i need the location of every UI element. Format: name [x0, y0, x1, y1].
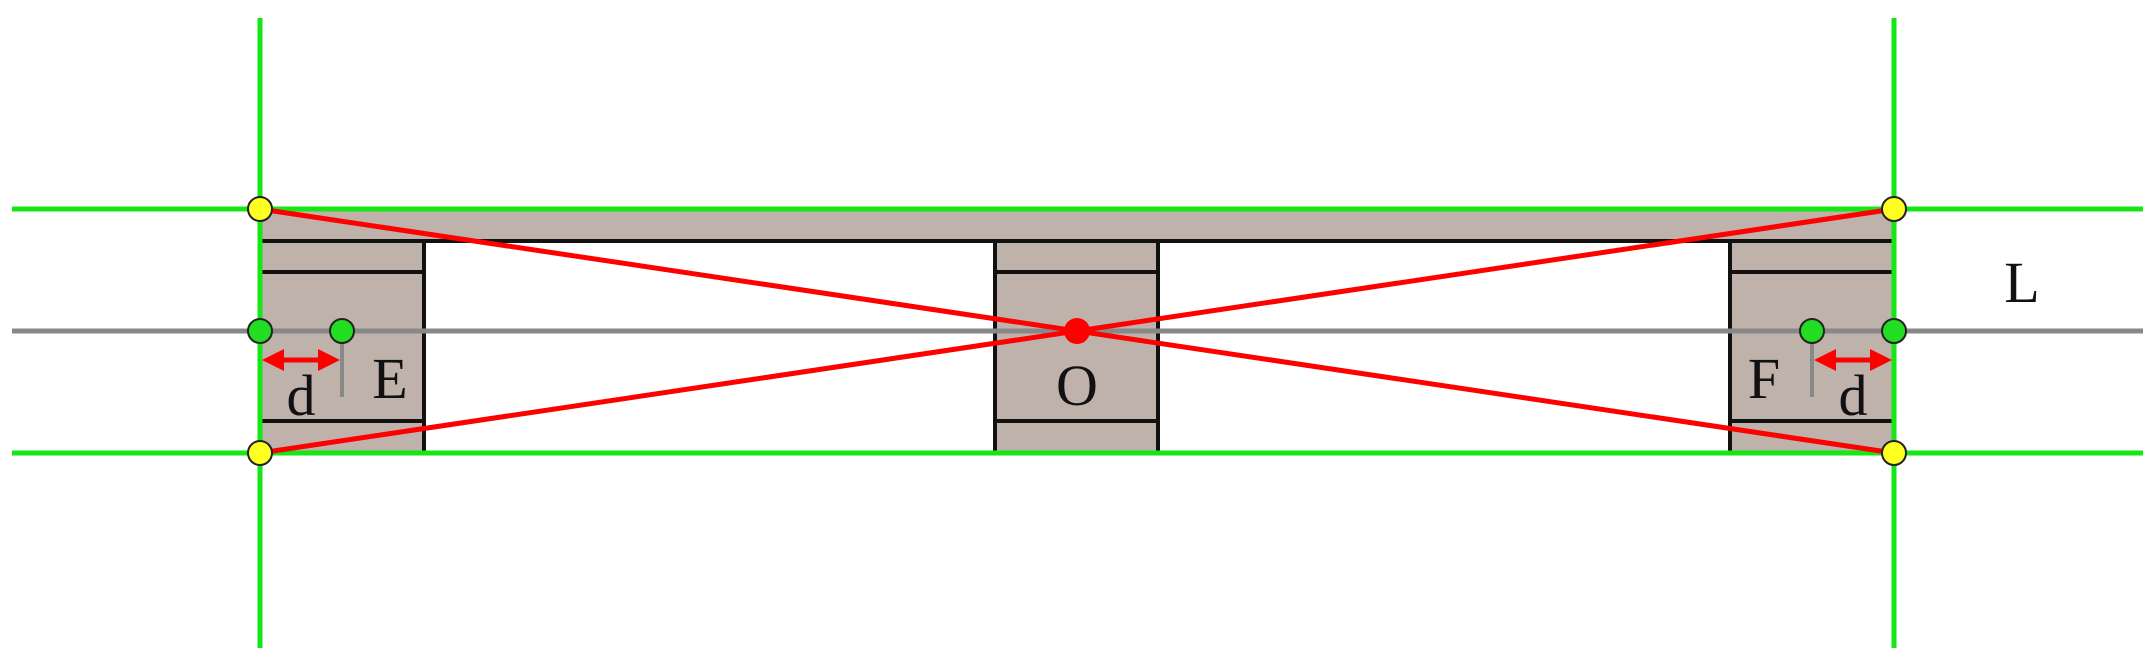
corner-point-top-left: [247, 196, 273, 222]
left-offset-arrow: [262, 349, 340, 371]
arrow-head-left: [1814, 349, 1836, 371]
center-post: [995, 241, 1158, 452]
right-offset-arrow: [1814, 349, 1892, 371]
axis-point-f: [1799, 318, 1825, 344]
axis-point-e: [329, 318, 355, 344]
label-o: O: [1056, 353, 1098, 418]
label-l: L: [2004, 250, 2039, 315]
frame-outlines: [260, 239, 1894, 452]
top-beam: [260, 209, 1894, 241]
center-point-o: [1064, 318, 1090, 344]
corner-point-bottom-left: [247, 440, 273, 466]
arrow-head-left: [262, 349, 284, 371]
label-d-left: d: [287, 363, 316, 428]
axis-points: [247, 318, 1907, 344]
corner-point-bottom-right: [1881, 440, 1907, 466]
label-e: E: [372, 346, 407, 411]
arrow-head-right: [1870, 349, 1892, 371]
label-d-right: d: [1839, 363, 1868, 428]
corner-points: [247, 196, 1907, 466]
axis-point-right-edge: [1881, 318, 1907, 344]
arrow-head-right: [318, 349, 340, 371]
label-f: F: [1748, 346, 1780, 411]
axis-point-left-edge: [247, 318, 273, 344]
corner-point-top-right: [1881, 196, 1907, 222]
